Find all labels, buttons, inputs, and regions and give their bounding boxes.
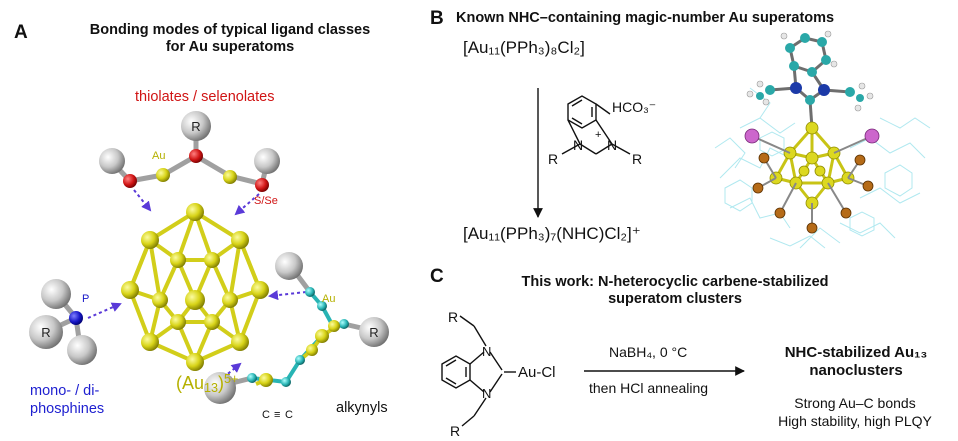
carbon-atom	[317, 301, 327, 311]
product-label: NHC-stabilized Au₁₃ nanoclusters	[756, 344, 956, 380]
p-label: P	[82, 293, 89, 305]
r-label-phosphine: R	[41, 325, 50, 340]
phosphine-r-sphere-left	[29, 315, 63, 349]
au-alkynyl-atom	[306, 344, 318, 356]
panel-b-letter: B	[430, 8, 444, 29]
r-label-right-b: R	[632, 151, 642, 167]
features-list: Strong Au–C bonds High stability, high P…	[752, 394, 958, 430]
product-line2: nanoclusters	[809, 362, 903, 379]
alkyne-c1-label: C	[262, 409, 270, 421]
r-label-left-b: R	[548, 151, 558, 167]
phosphine-r-sphere-top	[41, 279, 71, 309]
end-formula: [Au₁₁(PPh₃)₇(NHC)Cl₂]⁺	[463, 224, 641, 243]
alkynyl-r-sphere-bottom	[204, 372, 236, 404]
panel-a-title-line1: Bonding modes of typical ligand classes	[89, 22, 371, 38]
au13-label-sub: 13	[204, 381, 219, 395]
thiolate-r-sphere-mid	[181, 111, 211, 141]
au13-label-sup: 5+	[224, 372, 239, 386]
n-label-top-c: N	[482, 344, 491, 359]
alkynyl-r-sphere-top	[275, 252, 303, 280]
start-formula: [Au₁₁(PPh₃)₈Cl₂]	[463, 38, 585, 57]
plus-charge: +	[595, 129, 601, 141]
n-label-right: N	[607, 137, 617, 153]
alkynyls-label: alkynyls	[336, 400, 388, 416]
r-label-alkynyl: R	[369, 325, 378, 340]
carbon-atom	[295, 355, 305, 365]
thiolates-label: thiolates / selenolates	[135, 89, 275, 105]
alkynyl-r-sphere-right	[359, 317, 389, 347]
reagent-bottom: then HCl annealing	[589, 380, 709, 396]
panel-a-title-line2: for Au superatoms	[165, 39, 295, 55]
au-staple-atom-right	[223, 170, 237, 184]
carbon-atom	[281, 377, 291, 387]
au-alkynyl-atom	[328, 320, 340, 332]
carbon-atom	[247, 373, 257, 383]
au13-label-base: (Au	[176, 373, 205, 393]
au13-label: (Au13)5+	[176, 372, 238, 395]
au-alkynyl-atom	[259, 373, 273, 387]
r-label-mid: R	[191, 119, 200, 134]
panel-a-diagram: R Au S/Se	[29, 111, 389, 421]
reaction-arrow-c	[584, 366, 745, 376]
benzimidazolium-structure	[561, 95, 631, 155]
bonding-arrows	[87, 189, 307, 386]
panel-a-letter: A	[14, 22, 28, 43]
au13-label-close: )	[218, 373, 225, 393]
au11-crystal-structure	[714, 30, 931, 249]
feature-au-c-bonds: Strong Au–C bonds	[794, 395, 916, 411]
carbon-atom	[305, 287, 315, 297]
r-label-top-c: R	[448, 309, 458, 325]
product-line1: NHC-stabilized Au₁₃	[784, 344, 928, 361]
au-staple-atom-left	[156, 168, 170, 182]
au-label-thiolate: Au	[152, 150, 165, 162]
panel-c-title-line2: superatom clusters	[608, 291, 742, 307]
reagent-top: NaBH₄, 0 °C	[609, 344, 688, 360]
au13-atoms	[121, 203, 269, 371]
thiolate-r-sphere-right	[254, 148, 280, 174]
feature-stability-plqy: High stability, high PLQY	[778, 413, 932, 429]
au-cl-label: Au-Cl	[518, 364, 556, 381]
phosphine-ligand: R P	[29, 279, 97, 365]
sulfur-atom-right	[255, 178, 269, 192]
au-alkynyl-atom	[315, 329, 329, 343]
panel-b-title: Known NHC–containing magic-number Au sup…	[456, 10, 835, 26]
alkyne-c2-label: C	[285, 409, 293, 421]
sulfur-atom-mid	[189, 149, 203, 163]
sulfur-atom-left	[123, 174, 137, 188]
alkynyl-ligands: R Au C ≡ C	[204, 252, 389, 421]
r-label-bottom-c: R	[450, 423, 460, 439]
sse-label: S/Se	[254, 195, 278, 207]
nhc-au-cl-structure: N N R R Au-Cl	[441, 309, 556, 439]
thiolate-r-sphere-left	[99, 148, 125, 174]
phosphines-line2: phosphines	[30, 401, 105, 417]
panel-c-title: This work: N-heterocyclic carbene-stabil…	[455, 274, 895, 308]
phosphines-line1: mono- / di-	[30, 383, 100, 399]
counterion: HCO₃⁻	[612, 99, 656, 115]
n-label-bottom-c: N	[482, 386, 491, 401]
alkyne-triple-bond: ≡	[274, 409, 280, 421]
phosphine-r-sphere-bottom	[67, 335, 97, 365]
panel-a-title: Bonding modes of typical ligand classes …	[40, 22, 420, 56]
panel-b-scheme: N N + R R HCO₃⁻	[533, 88, 656, 218]
panel-c-letter: C	[430, 266, 444, 287]
au-label-alkynyl: Au	[322, 293, 335, 305]
phosphines-label: mono- / di- phosphines	[30, 382, 104, 418]
n-label-left: N	[573, 137, 583, 153]
phosphorus-atom	[69, 311, 83, 325]
carbon-atom	[339, 319, 349, 329]
panel-c-title-line1: This work: N-heterocyclic carbene-stabil…	[521, 274, 829, 290]
